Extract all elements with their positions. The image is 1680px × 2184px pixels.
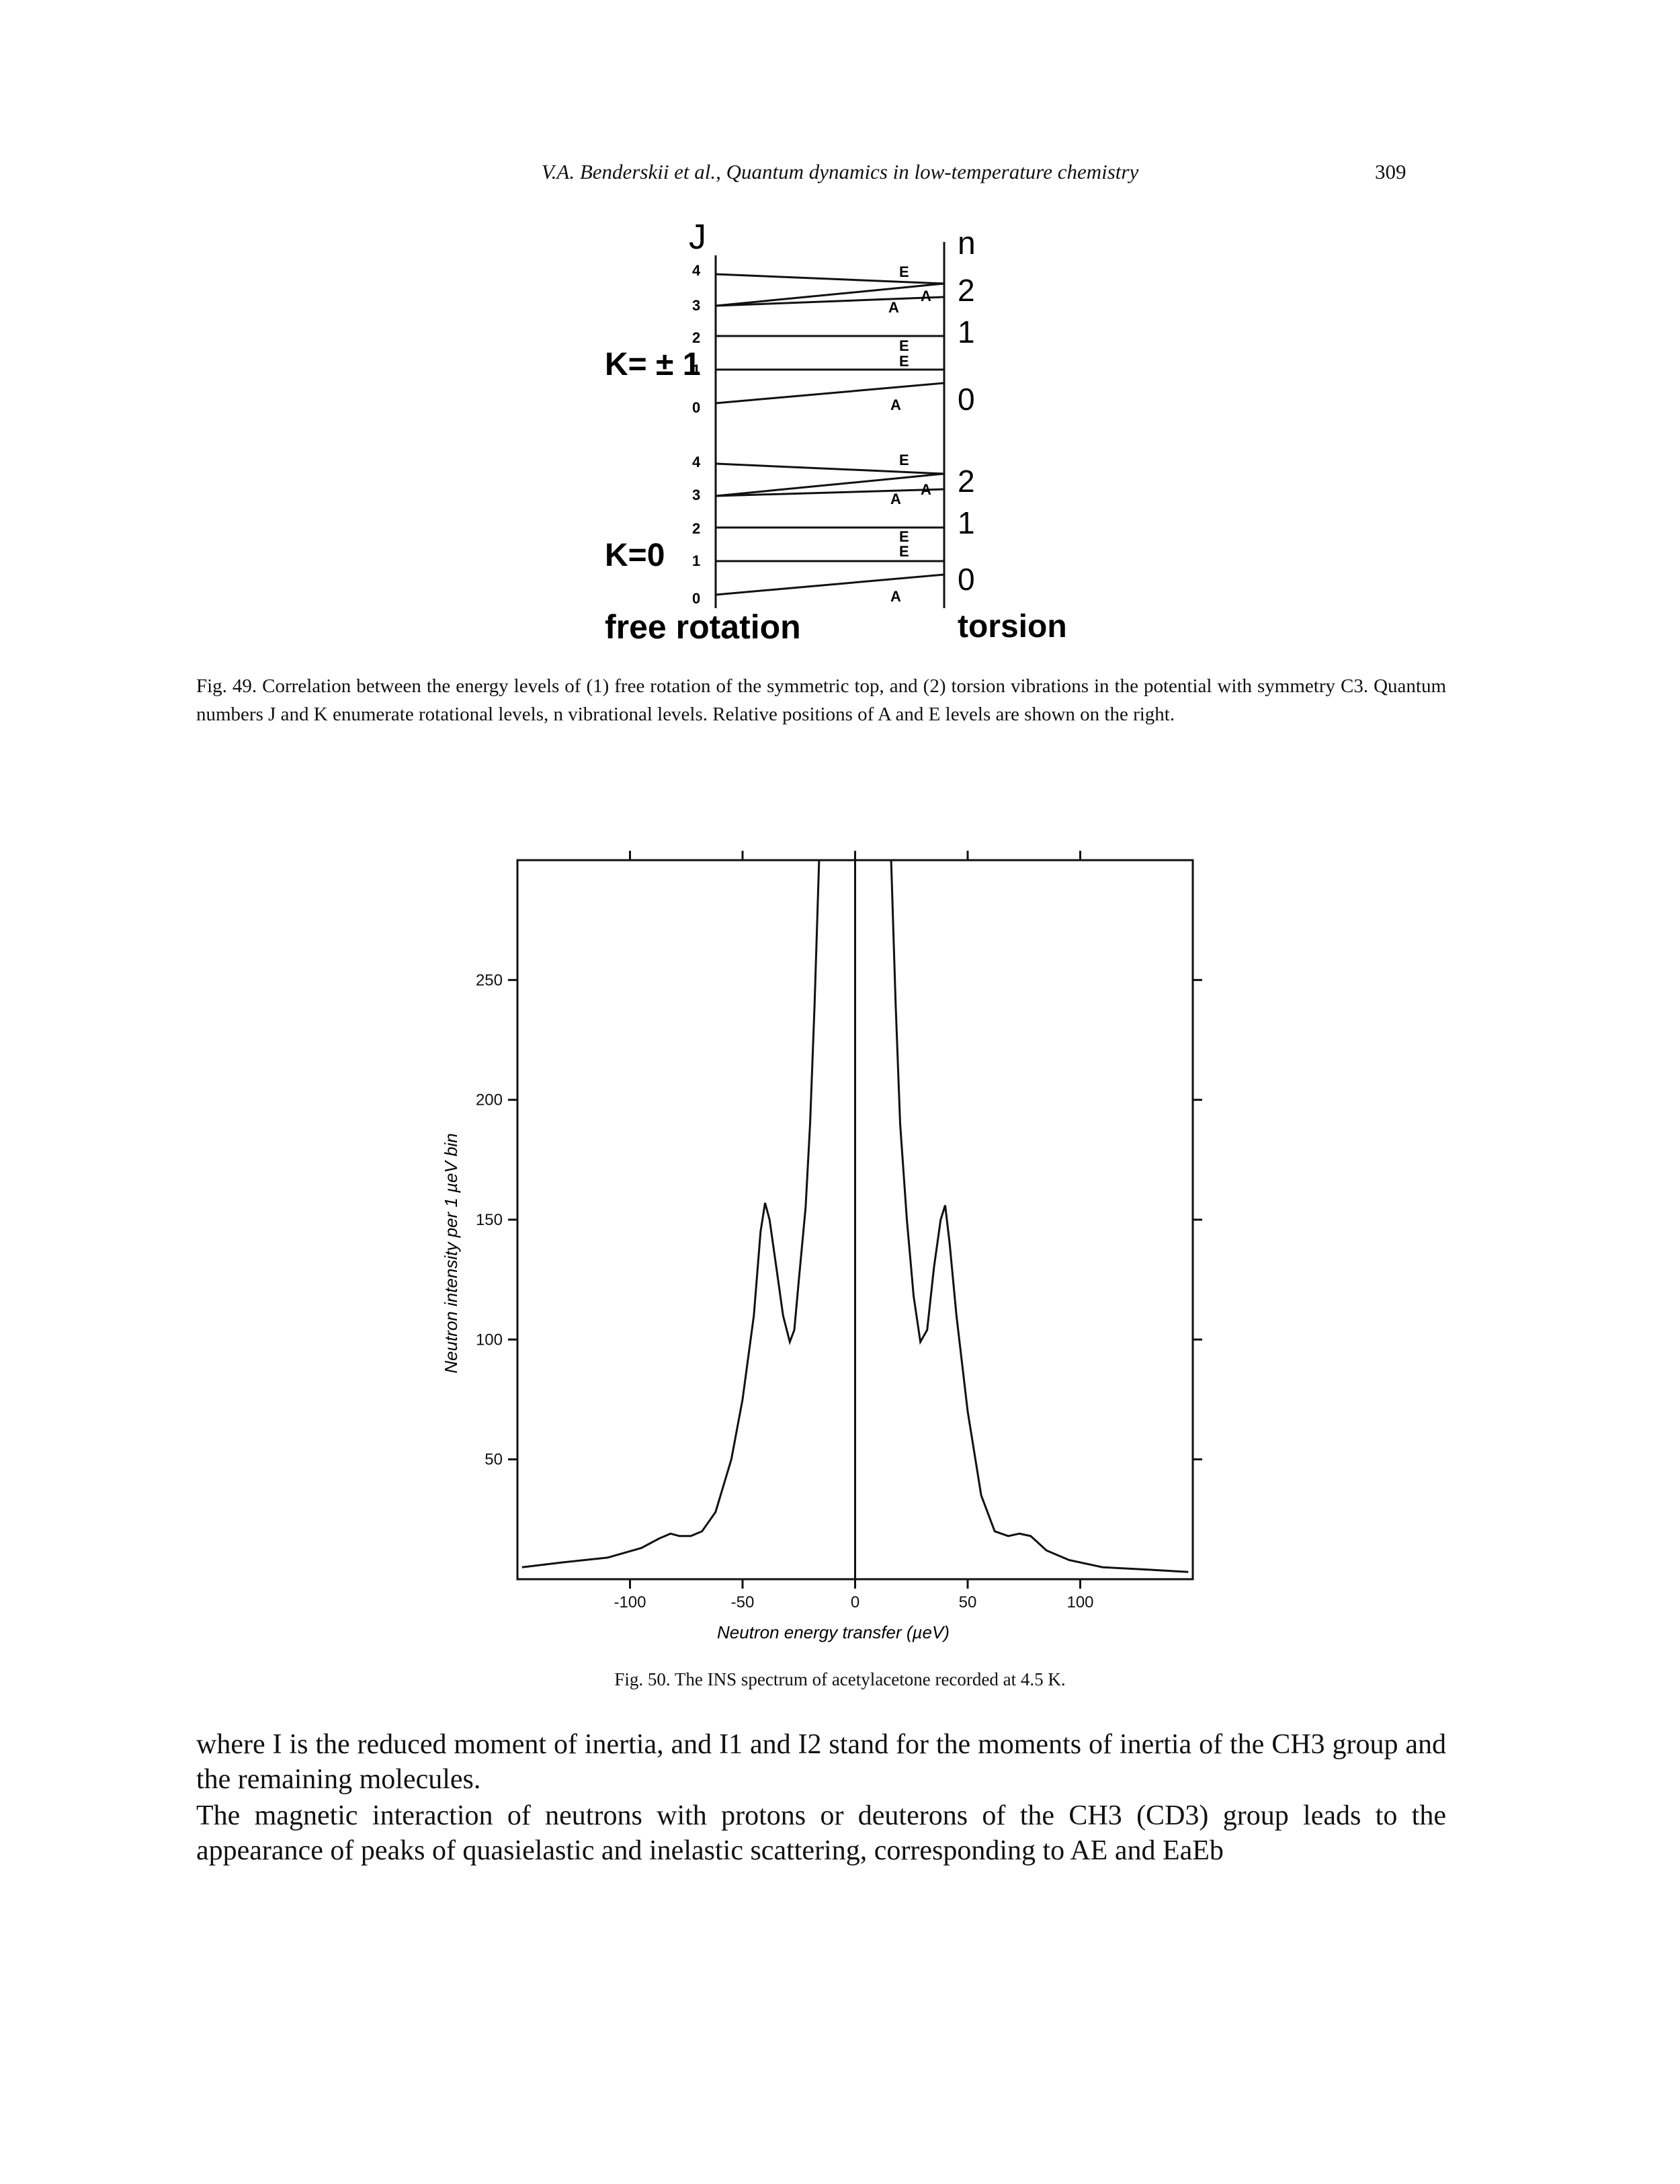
n-k1-1: 1: [958, 314, 975, 349]
k0-label: K=0: [605, 538, 665, 573]
sym-k0-a2: A: [921, 481, 931, 498]
x-tick-label: 50: [959, 1593, 977, 1611]
n-axis-label: n: [958, 226, 976, 261]
fig49-diagram: J n K= ± 1 K=0 free rotation torsion 4 3…: [605, 222, 1067, 646]
x-axis-label: Neutron energy transfer (µeV): [717, 1622, 950, 1642]
j-k0-0: 0: [692, 590, 700, 607]
running-title: V.A. Benderskii et al., Quantum dynamics…: [541, 160, 1139, 183]
x-tick-label: -100: [614, 1593, 646, 1611]
sym-k1-a1: A: [888, 299, 899, 316]
sym-k0-e2: E: [899, 528, 909, 545]
sym-k1-a2: A: [921, 288, 931, 304]
sym-k1-e2: E: [899, 337, 909, 354]
free-rotation-label: free rotation: [605, 608, 801, 646]
fig50-chart: -100 -50 0 50 100 50 100 150 200 250 Neutron ener…: [441, 851, 1202, 1642]
n-k1-0: 0: [958, 382, 975, 417]
j-k0-2: 2: [692, 520, 700, 537]
j-axis-label: J: [689, 222, 706, 257]
body-paragraph-1: where I is the reduced moment of inertia…: [196, 1729, 1446, 1795]
body-paragraph-2: The magnetic interaction of neutrons wit…: [196, 1800, 1446, 1866]
y-tick-label: 250: [476, 971, 503, 989]
n-k0-0: 0: [958, 562, 975, 597]
y-tick-label: 100: [476, 1331, 503, 1349]
j-k1-1: 1: [692, 362, 700, 378]
sym-k1-e3: E: [899, 353, 909, 370]
sym-k0-e1: E: [899, 452, 909, 468]
j-k0-1: 1: [692, 552, 700, 569]
n-k0-2: 2: [958, 464, 975, 499]
sym-k0-e3: E: [899, 543, 909, 560]
n-k0-1: 1: [958, 505, 975, 540]
j-k0-3: 3: [692, 487, 700, 503]
y-tick-label: 150: [476, 1211, 503, 1229]
y-axis-label: Neutron intensity per 1 µeV bin: [441, 1133, 461, 1374]
series-line: [521, 859, 1189, 1573]
x-tick-label: 100: [1066, 1593, 1093, 1611]
sym-k0-a1: A: [890, 491, 901, 507]
page-number: 309: [1375, 160, 1406, 183]
sym-k0-a3: A: [890, 588, 901, 605]
torsion-label: torsion: [958, 609, 1067, 644]
n-k1-2: 2: [958, 273, 975, 308]
y-tick-label: 50: [485, 1451, 503, 1469]
sym-k1-e1: E: [899, 263, 909, 280]
fig49-caption: Fig. 49. Correlation between the energy …: [196, 675, 1446, 725]
j-k0-4: 4: [692, 454, 701, 470]
x-tick-label: -50: [731, 1593, 755, 1611]
sym-k1-a3: A: [890, 396, 901, 413]
j-k1-4: 4: [692, 262, 701, 279]
y-tick-label: 200: [476, 1091, 503, 1109]
fig50-caption: Fig. 50. The INS spectrum of acetylaceto…: [614, 1669, 1066, 1689]
k-pm1-label: K= ± 1: [605, 347, 700, 382]
j-k1-2: 2: [692, 329, 700, 346]
x-tick-label: 0: [851, 1593, 859, 1611]
j-k1-3: 3: [692, 297, 700, 314]
j-k1-0: 0: [692, 399, 700, 416]
